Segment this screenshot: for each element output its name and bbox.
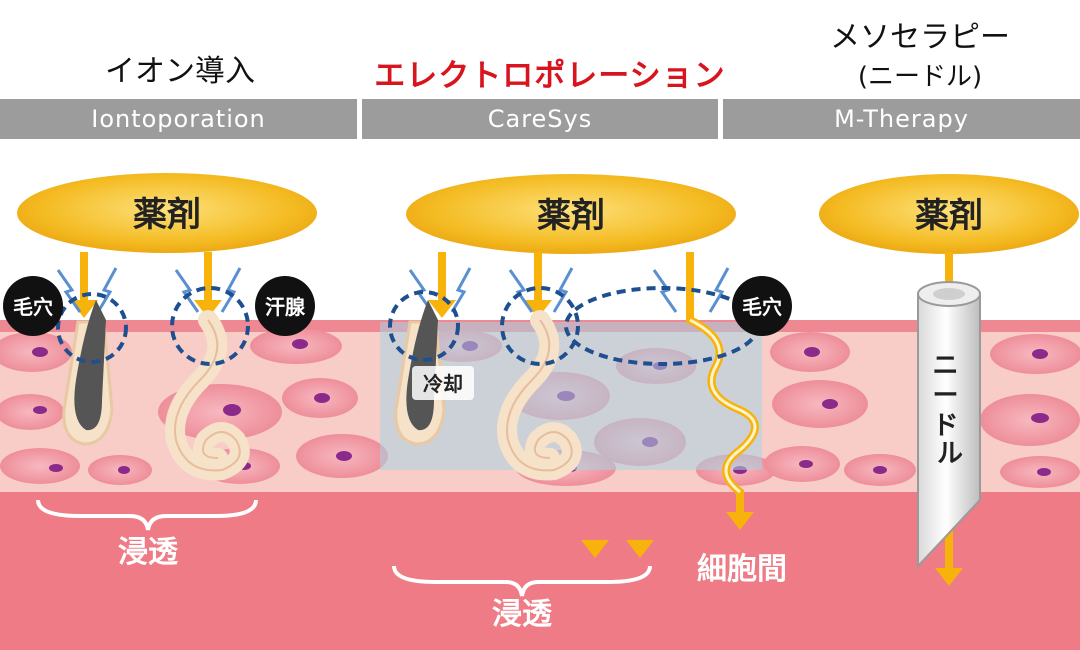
needle-label-char: ニ [932, 351, 958, 381]
drug-arrow-head [428, 300, 456, 318]
needle [917, 281, 981, 569]
hair-shaft [406, 300, 438, 431]
sweat-gland-badge-label: 汗腺 [265, 295, 306, 319]
cell [250, 328, 342, 364]
cell [990, 334, 1080, 374]
dermis-layer [0, 492, 1080, 650]
penetration-label-1: 浸透 [118, 535, 178, 570]
hair-shaft [74, 300, 106, 431]
gland-dashed-circle [500, 286, 580, 366]
intercellular-label: 細胞間 [697, 552, 787, 587]
spark-icon [56, 267, 242, 313]
drug-arrow-head [581, 540, 609, 558]
cell [282, 378, 358, 418]
pore-badge-2 [732, 276, 792, 336]
drug-arrow-intercellular-core [689, 318, 757, 494]
needle-label: ニ ー ド ル [932, 351, 967, 469]
drug-ellipse-caresys [406, 174, 736, 254]
pore-badge-2-label: 毛穴 [742, 295, 782, 319]
method-bar-m-therapy: M-Therapy [723, 99, 1080, 139]
pore-badge-1 [3, 276, 63, 336]
drug-ellipse-iontoporation [17, 173, 317, 253]
pore-dashed-circle [56, 292, 128, 364]
pore-dashed-circle [388, 290, 460, 362]
gland-dashed-circle [170, 286, 250, 366]
cell [772, 380, 868, 428]
cell [0, 332, 72, 372]
drug-ellipse-m-therapy [819, 174, 1079, 254]
drug-arrow-head [935, 568, 963, 586]
drug-label-iontoporation: 薬剤 [133, 195, 201, 235]
method-bar-iontoporation: Iontoporation [0, 99, 357, 139]
cell [1000, 456, 1080, 488]
method-bar-caresys: CareSys [362, 99, 718, 139]
title-iontoporation: イオン導入 [105, 54, 255, 89]
subtitle-mesotherapy: (ニードル) [857, 62, 983, 92]
sweat-gland-badge [255, 276, 315, 336]
drug-label-caresys: 薬剤 [537, 196, 605, 236]
penetration-brace-2 [392, 565, 652, 597]
needle-label-char: ー [932, 381, 958, 411]
needle-label-char: ド [932, 411, 958, 441]
drug-arrow-head [70, 300, 98, 318]
cell [0, 394, 64, 430]
cooling-label: 冷却 [423, 372, 463, 396]
cell [844, 454, 916, 486]
sweat-gland-outline [506, 319, 573, 472]
cooling-label-bg [412, 366, 474, 400]
drug-arrow-head [626, 540, 654, 558]
penetration-brace-1 [36, 499, 258, 531]
needle-label-char: ル [937, 439, 963, 469]
cell [0, 448, 80, 484]
cell [770, 332, 850, 372]
cell [296, 434, 388, 478]
sweat-gland-outline [174, 319, 241, 472]
cell [88, 455, 152, 485]
cell [764, 446, 840, 482]
drug-arrow-head [194, 300, 222, 318]
cell [980, 394, 1080, 446]
drug-arrow-head [726, 512, 754, 530]
title-mesotherapy: メソセラピー [830, 20, 1010, 55]
drug-arrow-head [524, 300, 552, 318]
pore-badge-1-label: 毛穴 [13, 295, 53, 319]
drug-label-m-therapy: 薬剤 [915, 196, 983, 236]
penetration-label-2: 浸透 [492, 597, 552, 632]
title-electroporation: エレクトロポレーション [374, 58, 726, 94]
